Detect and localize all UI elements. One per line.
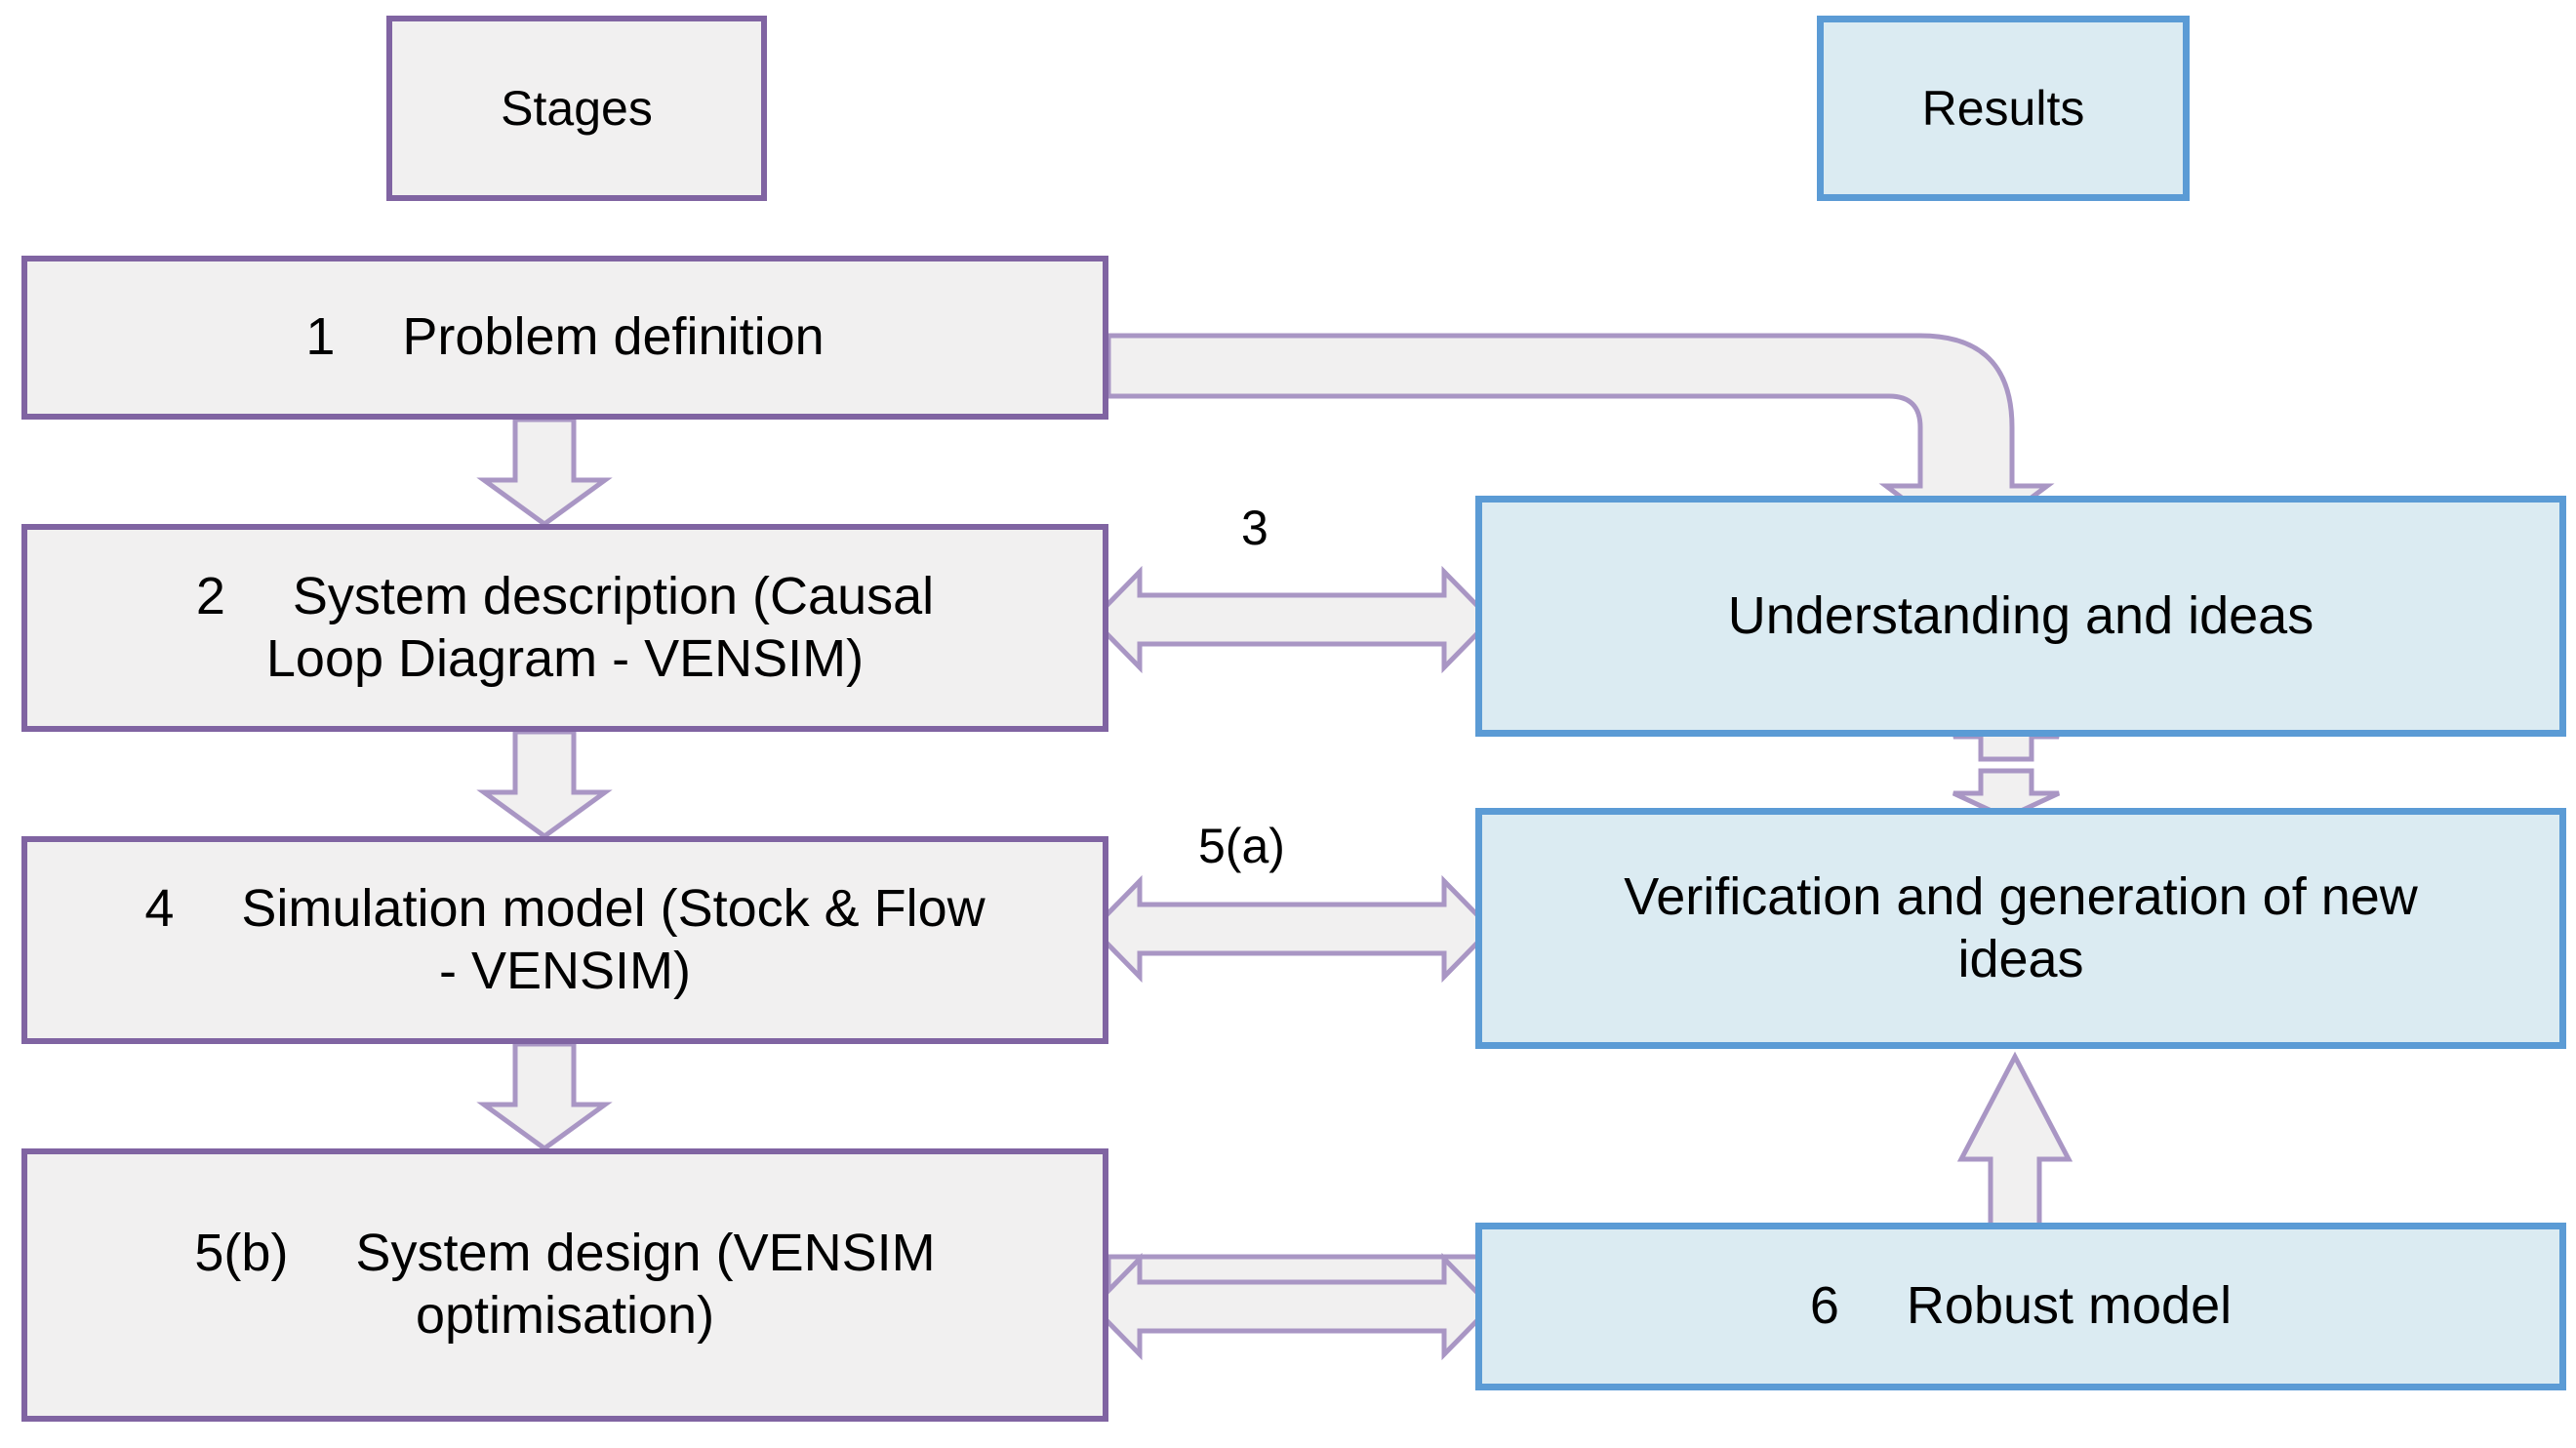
- stage-box-1[interactable]: 1 Problem definition: [21, 256, 1108, 420]
- stage-box-2-label: 2 System description (Causal Loop Diagra…: [195, 566, 935, 688]
- stage-box-4-label: 4 Simulation model (Stock & Flow - VENSI…: [144, 878, 986, 1000]
- connector-label-5a-text: 5(a): [1198, 819, 1285, 873]
- result-box-verification[interactable]: Verification and generation of new ideas: [1475, 808, 2566, 1049]
- result-box-understanding-label: Understanding and ideas: [1727, 585, 2314, 645]
- result-box-understanding[interactable]: Understanding and ideas: [1475, 496, 2566, 737]
- column-header-stages: Stages: [386, 16, 767, 201]
- arrow-stage4-verification-bidirectional: [1089, 874, 1495, 984]
- arrow-stage1-to-stage2: [476, 417, 613, 528]
- stage-box-4[interactable]: 4 Simulation model (Stock & Flow - VENSI…: [21, 836, 1108, 1044]
- stage-box-5b-label: 5(b) System design (VENSIM optimisation): [194, 1224, 936, 1345]
- stage-box-2[interactable]: 2 System description (Causal Loop Diagra…: [21, 524, 1108, 732]
- column-header-results: Results: [1817, 16, 2190, 201]
- result-box-robust-model-label: 6 Robust model: [1809, 1276, 2233, 1336]
- stage-box-1-label: 1 Problem definition: [305, 307, 825, 367]
- connector-label-3-text: 3: [1241, 501, 1268, 555]
- stage-box-5b[interactable]: 5(b) System design (VENSIM optimisation): [21, 1148, 1108, 1422]
- connector-label-5a: 5(a): [1198, 818, 1285, 874]
- result-box-verification-label: Verification and generation of new ideas: [1624, 866, 2418, 988]
- arrow-stage5b-robust-bidirectional: [1089, 1252, 1495, 1361]
- arrow-stage4-to-stage5b: [476, 1041, 613, 1152]
- arrow-stage2-to-stage4: [476, 729, 613, 840]
- result-box-robust-model[interactable]: 6 Robust model: [1475, 1223, 2566, 1390]
- connector-label-3: 3: [1241, 500, 1268, 556]
- arrow-stage2-understanding-bidirectional: [1089, 565, 1495, 674]
- column-header-stages-label: Stages: [501, 80, 653, 136]
- column-header-results-label: Results: [1921, 80, 2085, 136]
